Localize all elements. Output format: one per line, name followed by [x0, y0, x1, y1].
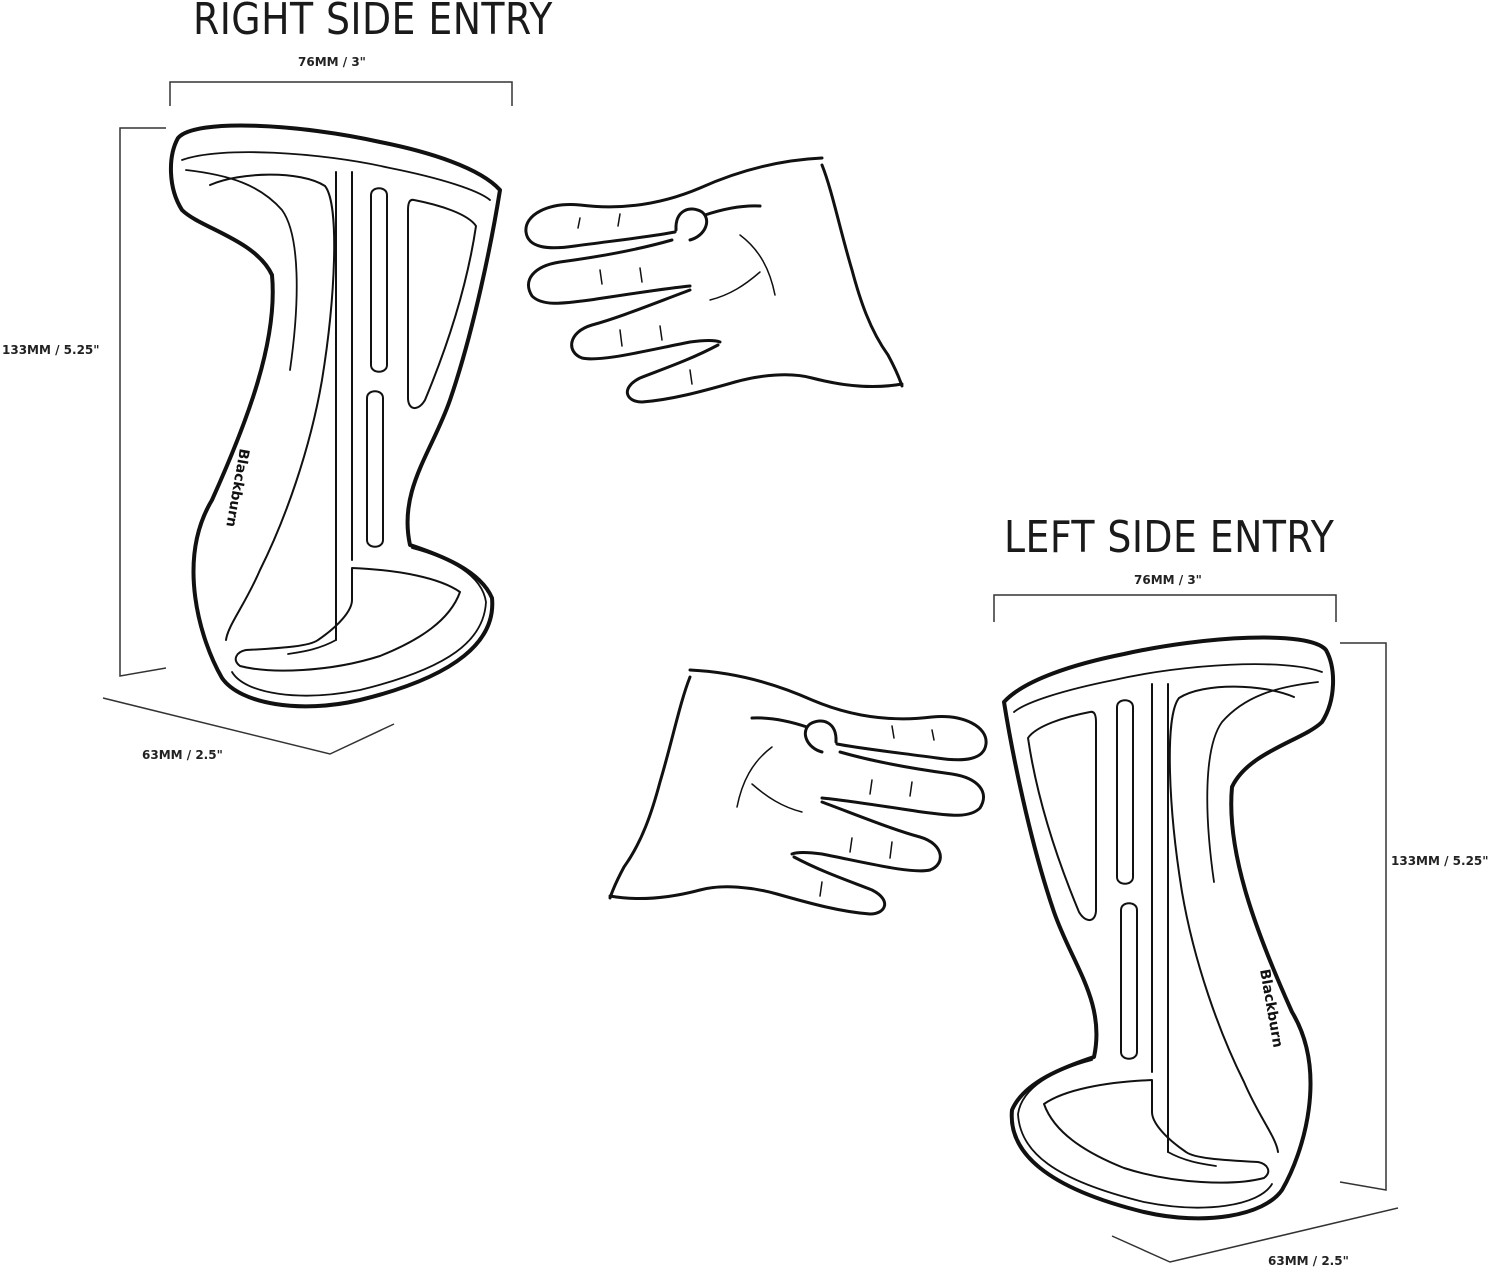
left-bottle-cage — [1002, 635, 1336, 1221]
left-dimension-lines — [993, 594, 1399, 1263]
right-side-entry-title: RIGHT SIDE ENTRY — [193, 0, 553, 45]
left-side-entry-title: LEFT SIDE ENTRY — [1004, 512, 1335, 563]
left-width-label: 76MM / 3" — [1134, 573, 1202, 587]
left-height-label: 133MM / 5.25" — [1391, 854, 1489, 868]
left-hand-illustration — [608, 668, 988, 916]
right-hand-illustration — [524, 156, 904, 404]
right-dimension-lines — [102, 81, 513, 755]
right-bottle-cage — [168, 123, 503, 709]
left-depth-label: 63MM / 2.5" — [1268, 1254, 1349, 1268]
left-brand-text: Blackburn — [1256, 968, 1286, 1049]
right-height-label: 133MM / 5.25" — [2, 343, 100, 357]
right-brand-text: Blackburn — [222, 447, 252, 528]
right-width-label: 76MM / 3" — [298, 55, 366, 69]
right-depth-label: 63MM / 2.5" — [142, 748, 223, 762]
